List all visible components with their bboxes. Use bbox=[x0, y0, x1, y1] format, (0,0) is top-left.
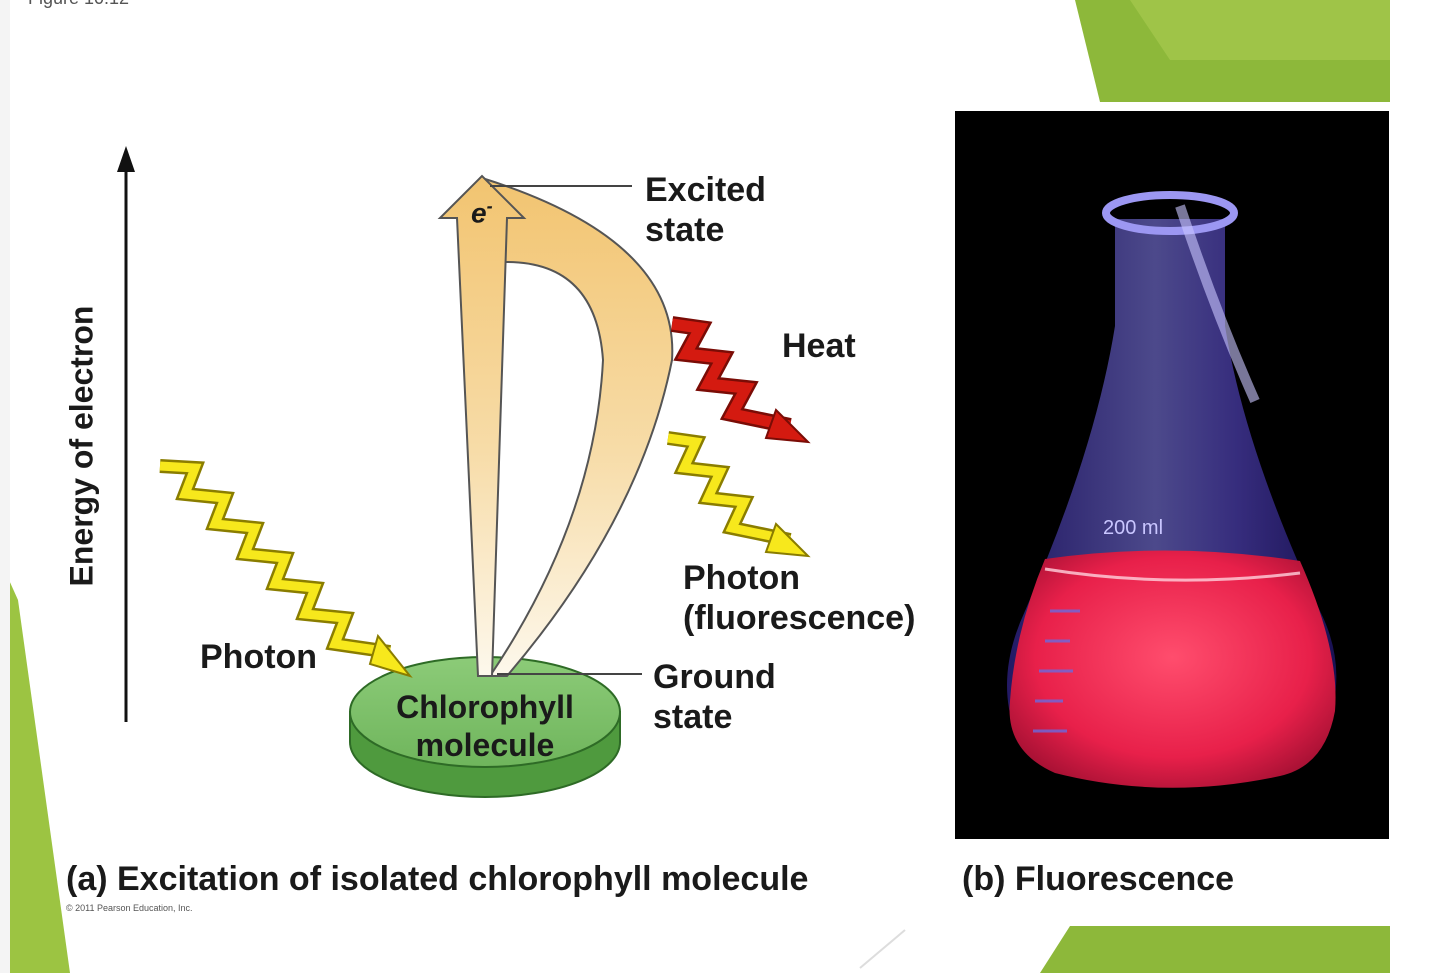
heat-label: Heat bbox=[782, 327, 856, 365]
top-right-green-highlight bbox=[1130, 0, 1390, 60]
electron-symbol: e bbox=[471, 197, 487, 229]
electron-label: e- bbox=[471, 196, 493, 229]
bottom-right-green-shape bbox=[1040, 926, 1390, 973]
chlorophyll-disc bbox=[349, 656, 621, 798]
liquid-surface bbox=[1044, 567, 1301, 582]
flask-rim bbox=[1102, 191, 1238, 235]
incoming-photon-arrowhead bbox=[368, 633, 413, 678]
incoming-photon-arrow-fill bbox=[159, 461, 391, 657]
bottom-divider bbox=[859, 929, 906, 969]
flask-illustration bbox=[1007, 191, 1337, 788]
graduation-marks bbox=[1033, 609, 1080, 733]
flask-glow-streak bbox=[1175, 204, 1260, 404]
emitted-photon-arrowhead bbox=[764, 522, 811, 558]
photon-fluorescence-label: Photon (fluorescence) bbox=[683, 559, 916, 637]
fluorescent-liquid bbox=[1009, 550, 1336, 788]
photon-incoming-label: Photon bbox=[200, 638, 318, 676]
panel-b-caption: (b) Fluorescence bbox=[962, 860, 1235, 898]
copyright-notice: © 2011 Pearson Education, Inc. bbox=[66, 903, 193, 913]
excitation-up-arrow bbox=[437, 174, 527, 677]
chlorophyll-molecule-label: Chlorophyll molecule bbox=[396, 689, 574, 763]
heat-arrowhead bbox=[764, 408, 811, 444]
ground-state-label: Ground state bbox=[653, 658, 776, 736]
figure-number: Figure 10.12 bbox=[28, 0, 129, 9]
emitted-photon-arrow-fill bbox=[667, 433, 791, 545]
energy-axis-label: Energy of electron bbox=[63, 305, 100, 587]
panel-a-caption: (a) Excitation of isolated chlorophyll m… bbox=[66, 860, 809, 898]
left-green-shape bbox=[0, 560, 70, 973]
heat-arrow-fill bbox=[671, 318, 792, 432]
energy-axis-arrowhead bbox=[117, 146, 135, 172]
electron-charge: - bbox=[486, 196, 493, 216]
deexcitation-curved-arrow bbox=[480, 176, 674, 677]
fluorescence-photo: 200 ml bbox=[955, 111, 1389, 839]
excited-state-label: Excited state bbox=[645, 171, 766, 249]
left-edge-strip bbox=[0, 0, 10, 973]
flask-volume-marking: 200 ml bbox=[1103, 517, 1164, 539]
